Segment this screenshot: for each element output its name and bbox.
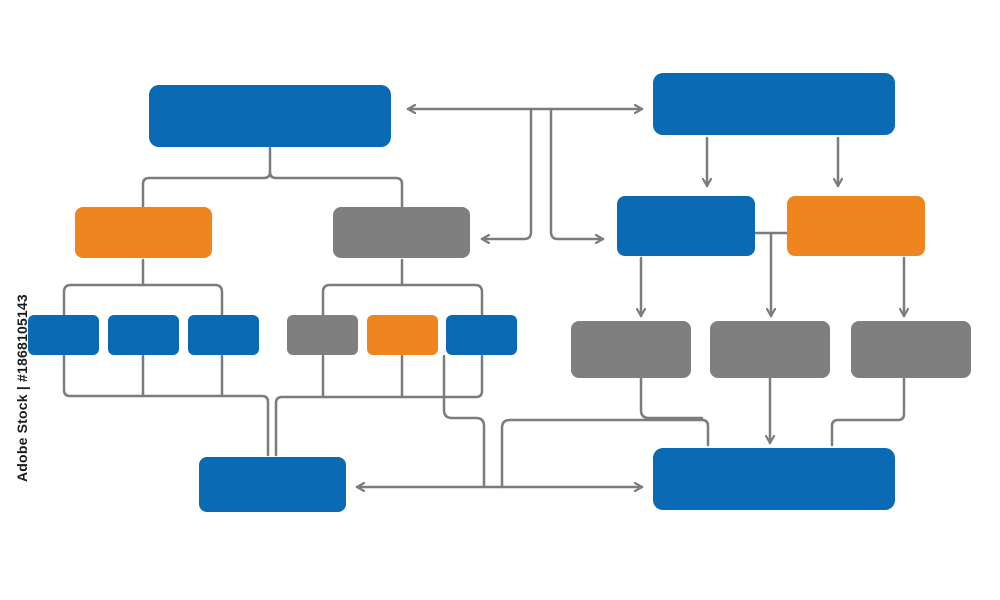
connector-bottom-right-link: [500, 418, 710, 489]
box-bottom-left-main: [199, 457, 346, 512]
box-small-6: [446, 315, 517, 355]
box-small-3: [188, 315, 259, 355]
box-small-2: [108, 315, 179, 355]
box-small-5: [367, 315, 438, 355]
side-watermark-text: Adobe Stock | #1868105143: [14, 294, 30, 482]
box-small-1: [28, 315, 99, 355]
connector-small-6-down: [442, 354, 486, 488]
connector-gray-tree: [321, 258, 484, 316]
box-right-gray-3: [851, 321, 971, 378]
box-top-right-main: [653, 73, 895, 135]
box-bottom-right-main: [653, 448, 895, 510]
box-small-4: [287, 315, 358, 355]
box-right-sub-blue: [617, 196, 755, 256]
box-right-gray-1: [571, 321, 691, 378]
connector-stem-to-gray: [480, 107, 533, 239]
box-left-sub-gray: [333, 207, 470, 258]
box-left-sub-orange: [75, 207, 212, 258]
connector-middle-small-merge: [274, 354, 484, 457]
connector-lines: [62, 107, 906, 489]
connector-left-small-merge: [62, 354, 270, 457]
connector-stem-to-right-blue: [549, 107, 605, 239]
connector-top-left-tree: [141, 146, 404, 209]
connector-orange-tree: [62, 258, 224, 316]
box-right-gray-2: [710, 321, 830, 378]
connector-right-gray-1-down: [639, 376, 704, 420]
box-top-left-main: [149, 85, 391, 147]
box-right-sub-orange: [787, 196, 925, 256]
flowchart-boxes: [28, 73, 971, 512]
connector-right-gray-3-down: [830, 376, 906, 447]
